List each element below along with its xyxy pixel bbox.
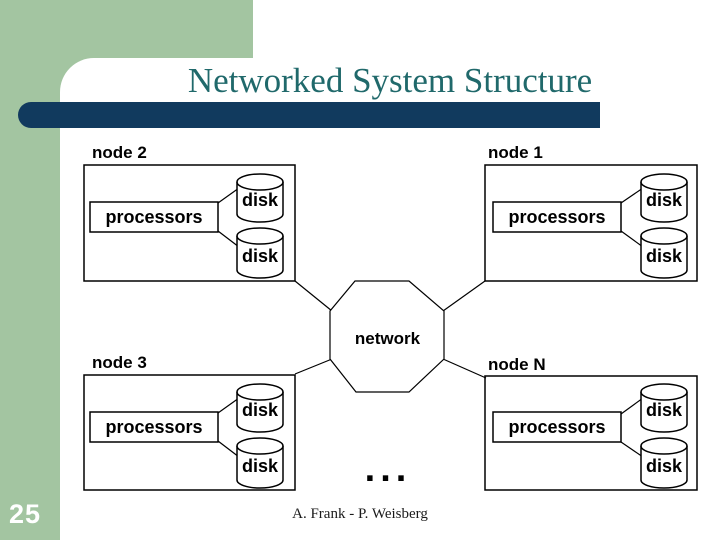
nodeN-disk1-cylinder xyxy=(640,392,688,433)
nodeN-disk1-label: disk xyxy=(645,400,683,420)
slide-title: Networked System Structure xyxy=(187,61,593,100)
node1-processors-box xyxy=(492,201,622,233)
node1-disk2-label: disk xyxy=(645,246,683,266)
nodeN-disk2-cylinder-top xyxy=(640,437,688,455)
node3-processors-label: processors xyxy=(105,417,203,437)
page-number: 25 xyxy=(9,499,42,529)
node2-disk1-label: disk xyxy=(241,190,279,210)
node2-disk2-label: disk xyxy=(241,246,279,266)
node3-disk1-label: disk xyxy=(241,400,279,420)
nodeN-processors-label: processors xyxy=(508,417,606,437)
nodeN-proc-disk1-link xyxy=(620,397,644,415)
node1-disk2-cylinder-top xyxy=(640,227,688,245)
network-octagon xyxy=(329,280,445,393)
node1-proc-disk1-link xyxy=(620,187,644,204)
node2-disk1-cylinder xyxy=(236,182,284,223)
node3-disk2-label: disk xyxy=(241,456,279,476)
nodeN-processors-box xyxy=(492,411,622,443)
node2-processors-label: processors xyxy=(105,207,203,227)
node1-disk1-cylinder-top xyxy=(640,173,688,191)
green-sidebar xyxy=(0,0,60,540)
node3-proc-disk2-link xyxy=(217,440,240,458)
node3-disk1-cylinder xyxy=(236,392,284,433)
node2-disk2-cylinder-top xyxy=(236,227,284,245)
nodeN-disk1-cylinder-top xyxy=(640,383,688,401)
node1-processors-label: processors xyxy=(508,207,606,227)
connector-node3-network xyxy=(294,358,333,375)
connector-node2-network xyxy=(294,280,333,312)
node3-disk2-cylinder xyxy=(236,446,284,489)
nodeN-group xyxy=(484,375,698,491)
node1-disk2-cylinder xyxy=(640,236,688,279)
connector-nodeN-network xyxy=(442,358,487,379)
node2-disk2-cylinder xyxy=(236,236,284,279)
more-nodes-ellipsis: ... xyxy=(364,448,412,490)
node3-processors-box xyxy=(89,411,219,443)
node1-disk1-cylinder xyxy=(640,182,688,223)
nodeN-disk2-label: disk xyxy=(645,456,683,476)
node1-group xyxy=(484,164,698,282)
node2-proc-disk2-link xyxy=(217,230,240,248)
node1-disk1-label: disk xyxy=(645,190,683,210)
connector-node1-network xyxy=(442,280,486,312)
node3-group xyxy=(83,374,296,491)
node1-label: node 1 xyxy=(488,143,543,162)
node2-label: node 2 xyxy=(92,143,147,162)
node1-proc-disk2-link xyxy=(620,230,644,248)
footer-credit: A. Frank - P. Weisberg xyxy=(292,506,428,522)
title-underline-bar xyxy=(18,102,600,128)
node2-proc-disk1-link xyxy=(217,187,240,204)
node3-label: node 3 xyxy=(92,353,147,372)
node3-disk1-cylinder-top xyxy=(236,383,284,401)
nodeN-label: node N xyxy=(488,355,546,374)
node3-disk2-cylinder-top xyxy=(236,437,284,455)
node3-proc-disk1-link xyxy=(217,397,240,414)
node2-processors-box xyxy=(89,201,219,233)
nodeN-disk2-cylinder xyxy=(640,446,688,489)
nodeN-proc-disk2-link xyxy=(620,441,644,458)
network-label: network xyxy=(354,329,421,348)
node2-group xyxy=(83,164,296,282)
node2-disk1-cylinder-top xyxy=(236,173,284,191)
